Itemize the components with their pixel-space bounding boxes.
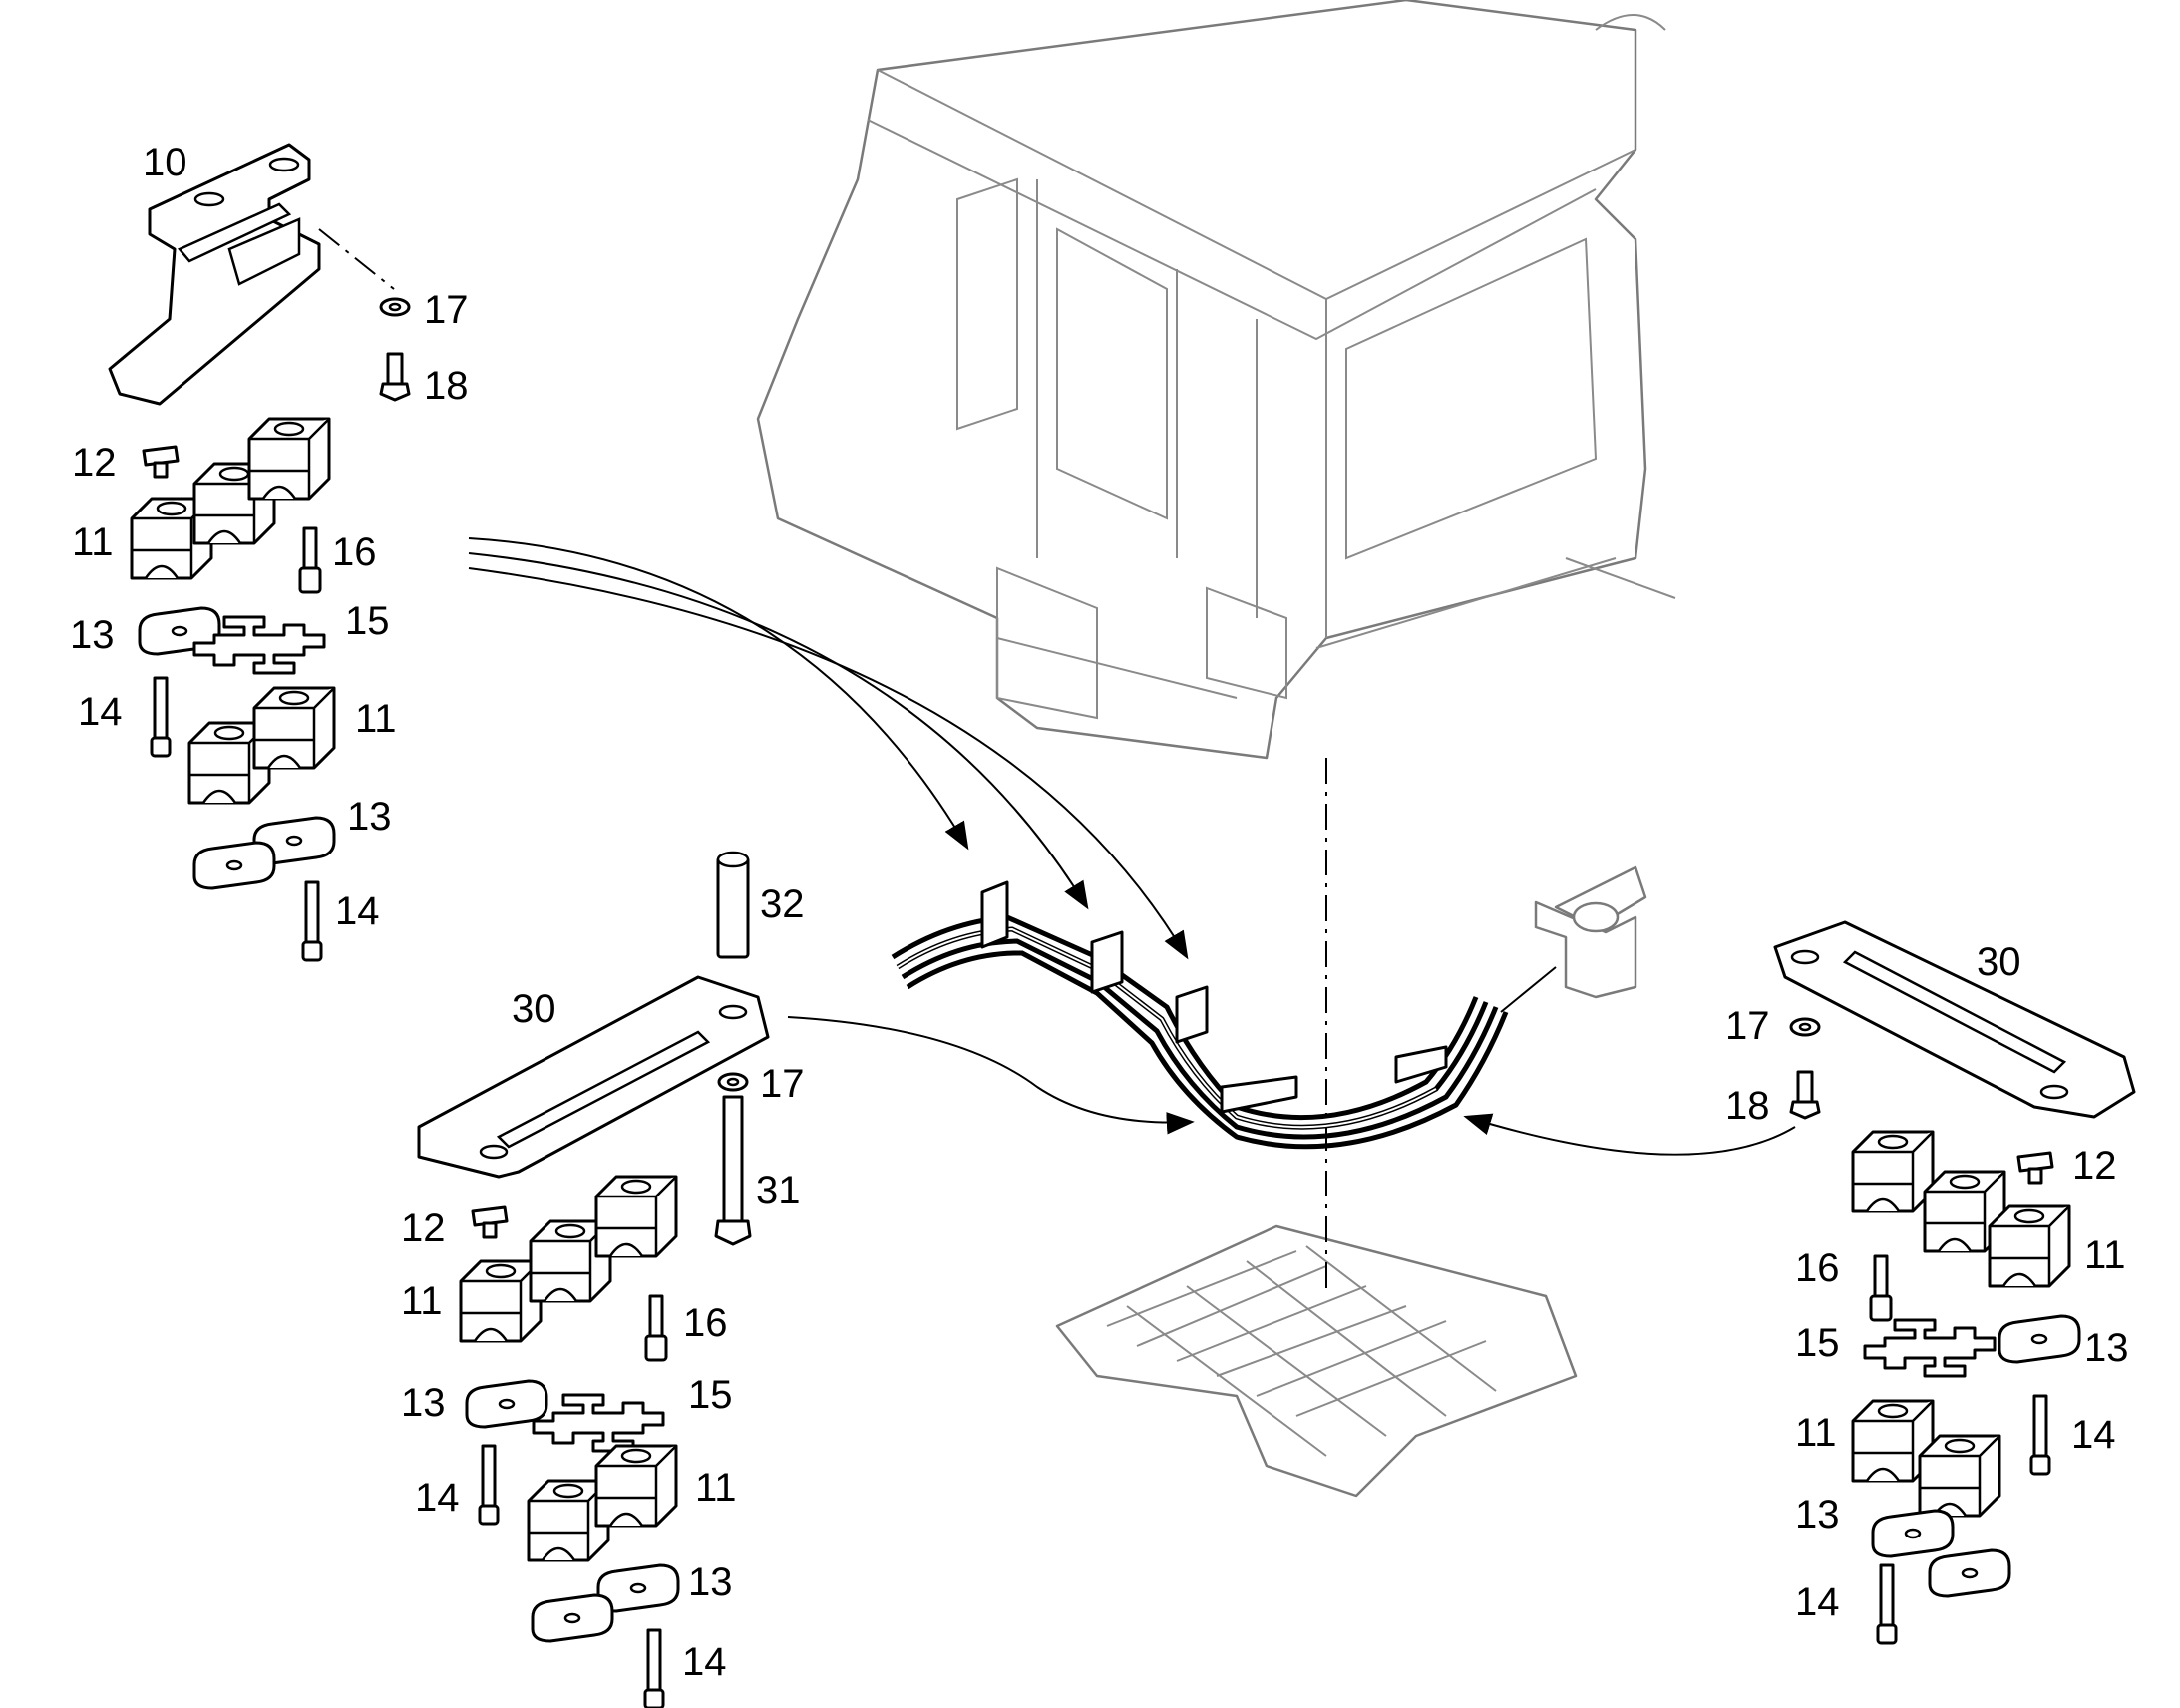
callout-16: 16: [683, 1301, 728, 1345]
callout-14: 14: [415, 1476, 460, 1520]
clamp-group-top-left: [108, 143, 411, 962]
cab-illustration: [756, 0, 1676, 760]
clamp-body-part: [1988, 1204, 2071, 1288]
callout-13: 13: [1795, 1493, 1840, 1537]
clamp-body-part: [1851, 1130, 1935, 1213]
stud-part: [644, 1294, 668, 1362]
callout-labels: 10 17 18 12 11 16 13 15 14 11 13 14 32 3…: [70, 141, 2129, 1684]
stud-part: [298, 526, 322, 594]
bolt-part: [1789, 1070, 1821, 1120]
spacer-sleeve-part: [716, 855, 750, 959]
clamp-body-part: [594, 1175, 678, 1258]
bolt-part: [379, 352, 411, 402]
callout-10: 10: [143, 141, 187, 184]
washer-part: [717, 1072, 749, 1092]
spacer-plate-part: [532, 1393, 665, 1453]
washer-part: [1789, 1017, 1821, 1037]
callout-18: 18: [424, 364, 469, 408]
callout-12: 12: [2072, 1144, 2117, 1188]
callout-11: 11: [1795, 1411, 1837, 1455]
callout-11: 11: [695, 1466, 737, 1510]
clamp-group-center: [417, 851, 770, 1708]
callout-13: 13: [401, 1381, 446, 1425]
stud-part: [1869, 1254, 1893, 1322]
callout-16: 16: [1795, 1246, 1840, 1290]
callout-15: 15: [345, 599, 390, 643]
hose-harness: [891, 880, 1509, 1150]
weld-nut-part: [471, 1205, 509, 1239]
callout-17: 17: [760, 1062, 805, 1106]
clamp-body-part: [594, 1444, 678, 1528]
callout-12: 12: [72, 441, 117, 485]
callout-13: 13: [70, 613, 115, 657]
callout-17: 17: [1725, 1004, 1770, 1048]
callout-15: 15: [688, 1373, 733, 1417]
mounting-bar-part: [417, 975, 770, 1179]
cover-plate-part: [1998, 1314, 2081, 1364]
clamp-body-part: [1918, 1434, 2001, 1518]
screw-part: [2029, 1394, 2051, 1476]
screw-part: [301, 880, 323, 962]
callout-11: 11: [401, 1279, 443, 1323]
callout-31: 31: [756, 1169, 801, 1212]
callout-12: 12: [401, 1206, 446, 1250]
bracket-part: [108, 143, 321, 406]
callout-11: 11: [355, 697, 397, 741]
floor-frame-illustration: [1055, 1224, 1578, 1498]
clamp-group-right: [1773, 920, 2136, 1645]
clamp-body-part: [459, 1259, 543, 1343]
callout-15: 15: [1795, 1321, 1840, 1365]
callout-16: 16: [332, 530, 377, 574]
screw-part: [1876, 1563, 1898, 1645]
cover-plate-part: [192, 841, 276, 890]
callout-30: 30: [512, 987, 556, 1031]
spacer-plate-part: [1863, 1318, 1997, 1378]
callout-18: 18: [1725, 1084, 1770, 1128]
screw-part: [643, 1628, 665, 1708]
washer-part: [379, 297, 411, 317]
cover-plate-part: [1928, 1548, 2011, 1598]
screw-part: [478, 1444, 500, 1526]
callout-13: 13: [347, 795, 392, 839]
callout-30: 30: [1977, 940, 2021, 984]
callout-17: 17: [424, 288, 469, 332]
clamp-body-part: [247, 417, 331, 501]
callout-14: 14: [682, 1640, 727, 1684]
weld-nut-part: [142, 445, 180, 479]
callout-14: 14: [335, 889, 380, 933]
callout-32: 32: [760, 882, 805, 926]
callout-11: 11: [2084, 1233, 2126, 1277]
long-bolt-part: [714, 1095, 752, 1246]
callout-14: 14: [2071, 1413, 2116, 1457]
weld-nut-part: [2016, 1151, 2054, 1185]
callout-14: 14: [1795, 1580, 1840, 1624]
callout-13: 13: [688, 1560, 733, 1604]
support-bracket-illustration: [1534, 865, 1647, 999]
cover-plate-part: [531, 1593, 614, 1643]
callout-11: 11: [72, 520, 114, 564]
cover-plate-part: [1871, 1509, 1955, 1558]
mounting-bar-part: [1773, 920, 2136, 1119]
assembly-arrows: [468, 537, 1796, 1156]
clamp-body-part: [252, 686, 336, 770]
callout-14: 14: [78, 690, 123, 734]
callout-13: 13: [2084, 1326, 2129, 1370]
screw-part: [150, 676, 172, 758]
